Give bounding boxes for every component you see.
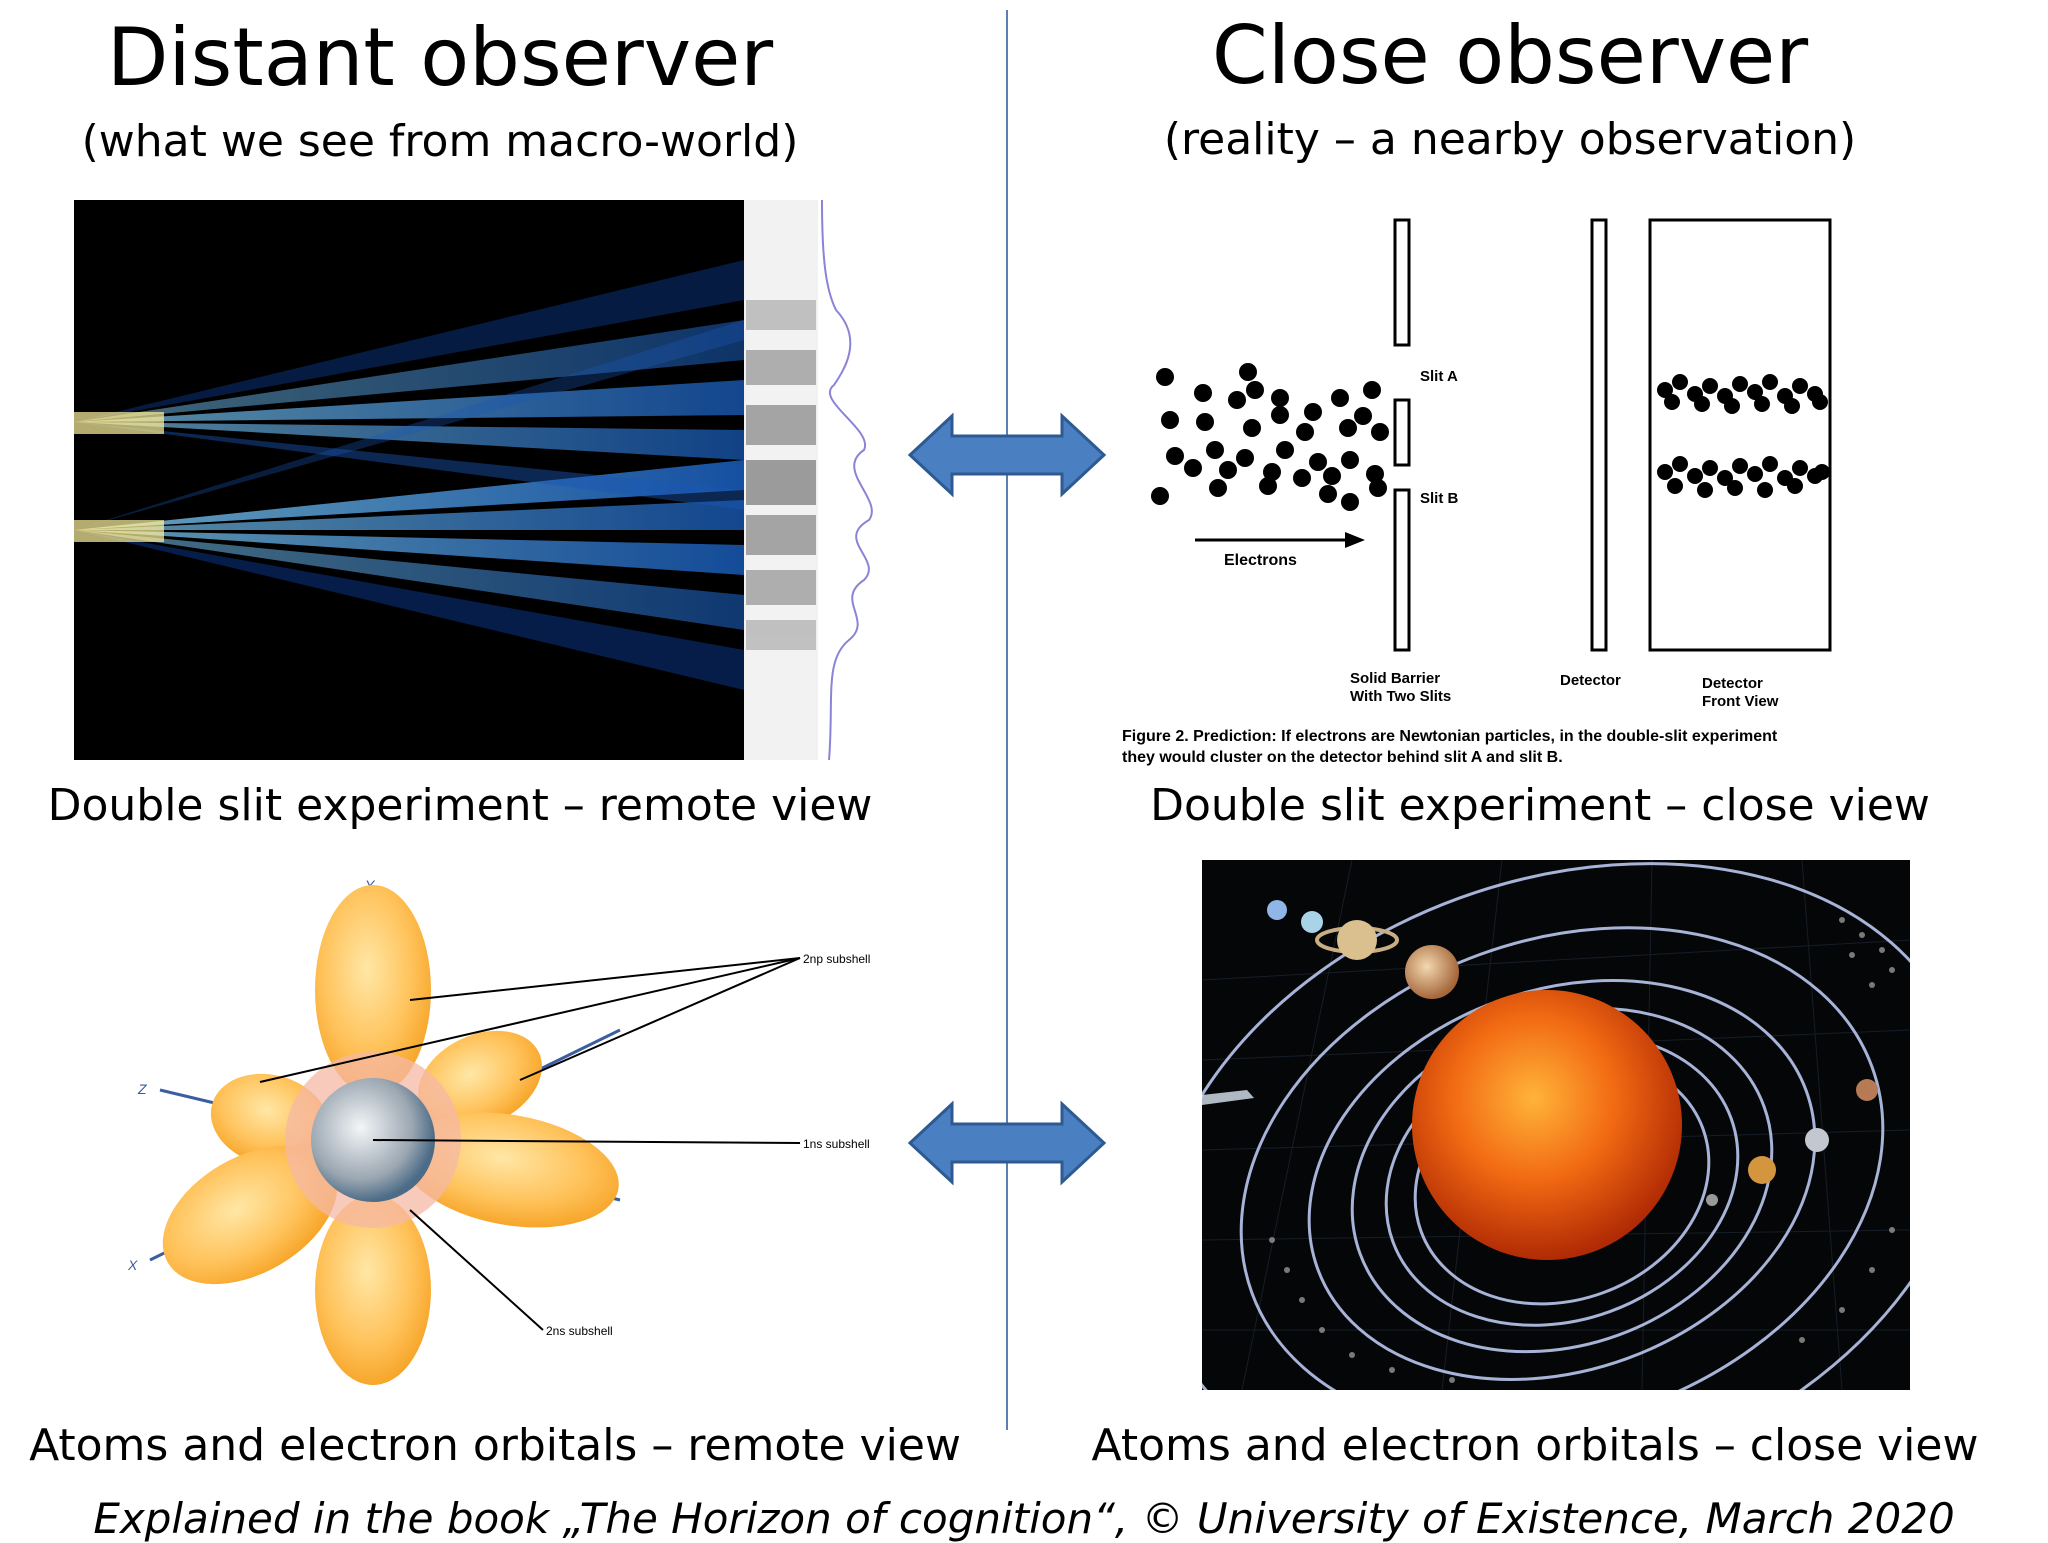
wave-interference-image bbox=[74, 199, 874, 761]
figure-caption-line2: they would cluster on the detector behin… bbox=[1122, 749, 1563, 766]
right-subtitle: (reality – a nearby observation) bbox=[1163, 114, 1857, 165]
label-2np-subshell: 2np subshell bbox=[803, 952, 870, 966]
label-2ns-subshell: 2ns subshell bbox=[546, 1324, 613, 1338]
slit-b-label: Slit B bbox=[1420, 490, 1459, 507]
label-1ns-subshell: 1ns subshell bbox=[803, 1137, 870, 1151]
caption-double-slit-close: Double slit experiment – close view bbox=[1150, 780, 1930, 831]
figure-caption-line1: Figure 2. Prediction: If electrons are N… bbox=[1122, 728, 1778, 745]
solar-system-image bbox=[1152, 859, 1972, 1498]
axis-x-label: X bbox=[127, 1257, 138, 1273]
electrons-label: Electrons bbox=[1224, 552, 1297, 569]
detector-front-label-line1: Detector bbox=[1702, 675, 1763, 692]
double-arrow-icon-top bbox=[906, 410, 1108, 500]
caption-orbitals-close: Atoms and electron orbitals – close view bbox=[1091, 1420, 1979, 1471]
footer-credit: Explained in the book „The Horizon of co… bbox=[93, 1494, 1955, 1543]
barrier-label-line2: With Two Slits bbox=[1350, 688, 1451, 705]
center-divider bbox=[1006, 10, 1008, 1430]
axis-z-label: Z bbox=[137, 1081, 147, 1097]
right-title: Close observer bbox=[1211, 9, 1809, 102]
caption-double-slit-remote: Double slit experiment – remote view bbox=[47, 780, 873, 831]
left-subtitle: (what we see from macro-world) bbox=[81, 116, 799, 167]
double-arrow-icon-bottom bbox=[906, 1098, 1108, 1188]
slit-a-label: Slit A bbox=[1420, 368, 1458, 385]
electron-orbitals-image: Y Z X 2np subshell 1ns subshell 2ns subs… bbox=[110, 870, 910, 1390]
barrier-label-line1: Solid Barrier bbox=[1350, 670, 1440, 687]
detector-label: Detector bbox=[1560, 672, 1621, 689]
detector-front-label-line2: Front View bbox=[1702, 693, 1779, 710]
left-title: Distant observer bbox=[106, 11, 774, 104]
caption-orbitals-remote: Atoms and electron orbitals – remote vie… bbox=[29, 1420, 961, 1471]
newtonian-particles-figure: Electrons Slit A Slit B Solid Barrier Wi… bbox=[1120, 210, 1960, 780]
axis-y-label: Y bbox=[365, 877, 376, 893]
